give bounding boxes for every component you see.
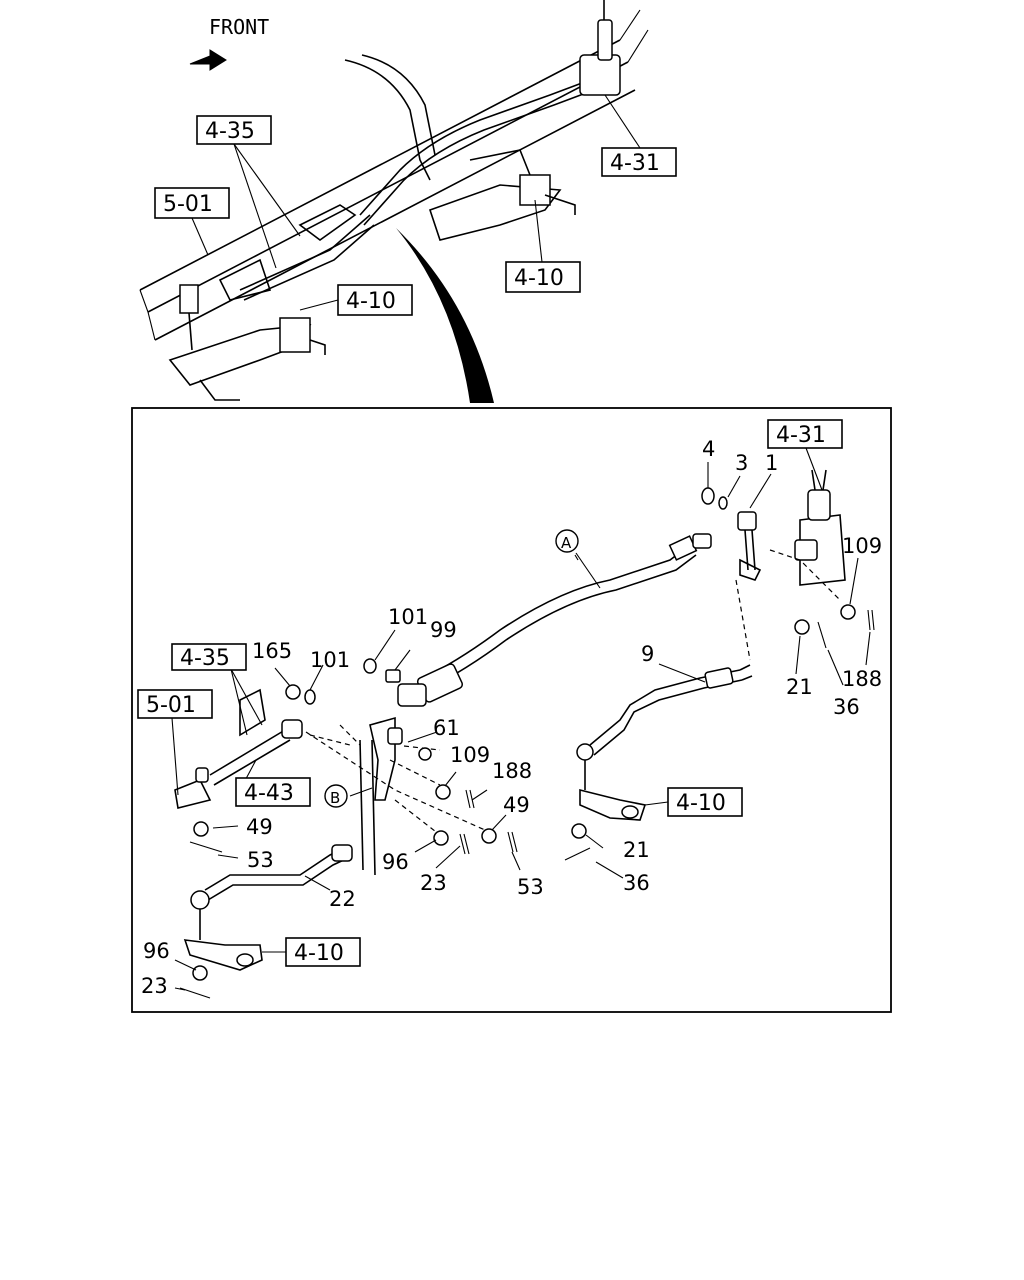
part-number: 109 [450,743,490,767]
detail-drawing [174,469,875,999]
detail-ref-4-31: 4-31 [767,419,843,449]
detail-ref-4-10-b: 4-10 [285,937,361,967]
part-number: 96 [143,939,170,963]
overview-ref-4-35: 4-35 [196,115,272,145]
part-number: 23 [420,871,447,895]
marker-a-label: A [561,534,572,552]
overview-ref-4-10-b: 4-10 [337,284,413,316]
detail-ref-5-01: 5-01 [137,689,213,719]
overview-leaders [191,94,641,311]
part-number: 99 [430,618,457,642]
part-number: 61 [433,716,460,740]
part-number: 101 [310,648,350,672]
part-number: 101 [388,605,428,629]
part-number: 53 [517,875,544,899]
detail-ref-4-31-label: 4-31 [776,423,826,448]
part-number: 21 [786,675,813,699]
part-number: 23 [141,974,168,998]
part-number: 36 [833,695,860,719]
part-number: 3 [735,451,748,475]
part-number: 96 [382,850,409,874]
detail-pointer [396,228,494,403]
marker-a: A [555,529,579,553]
part-numbers: 4 3 1 109 101 99 9 21 188 36 165 101 61 … [141,437,882,998]
part-number: 36 [623,871,650,895]
detail-ref-4-35-label: 4-35 [180,646,230,671]
part-number: 49 [246,815,273,839]
detail-ref-4-43-label: 4-43 [244,781,294,806]
front-arrow-icon [189,49,227,71]
detail-frame [131,407,892,1013]
part-number: 188 [842,667,882,691]
part-number: 165 [252,639,292,663]
front-indicator: FRONT [189,15,269,71]
part-number: 109 [842,534,882,558]
part-number: 49 [503,793,530,817]
marker-b-label: B [330,789,340,807]
overview-ref-4-10-b-label: 4-10 [346,289,396,314]
overview-ref-4-35-label: 4-35 [205,119,255,144]
detail-ref-4-10-a: 4-10 [667,787,743,817]
part-number: 4 [702,437,715,461]
detail-ref-5-01-label: 5-01 [146,693,196,718]
part-number: 1 [765,451,778,475]
detail-ref-4-10-a-label: 4-10 [676,791,726,816]
part-number: 188 [492,759,532,783]
overview-ref-5-01-label: 5-01 [163,192,213,217]
overview-ref-5-01: 5-01 [154,187,230,219]
detail-ref-4-10-b-label: 4-10 [294,941,344,966]
front-label: FRONT [209,15,269,39]
overview-ref-4-31: 4-31 [601,147,677,177]
overview-drawing [139,0,649,401]
part-number: 22 [329,887,356,911]
part-number: 53 [247,848,274,872]
marker-b: B [324,784,348,808]
detail-leaders [171,447,871,991]
overview-ref-4-10-a: 4-10 [505,261,581,293]
detail-ref-4-43: 4-43 [235,777,311,807]
overview-ref-4-31-label: 4-31 [610,151,660,176]
detail-ref-4-35: 4-35 [171,643,247,671]
part-number: 9 [641,642,654,666]
part-number: 21 [623,838,650,862]
overview-ref-4-10-a-label: 4-10 [514,266,564,291]
